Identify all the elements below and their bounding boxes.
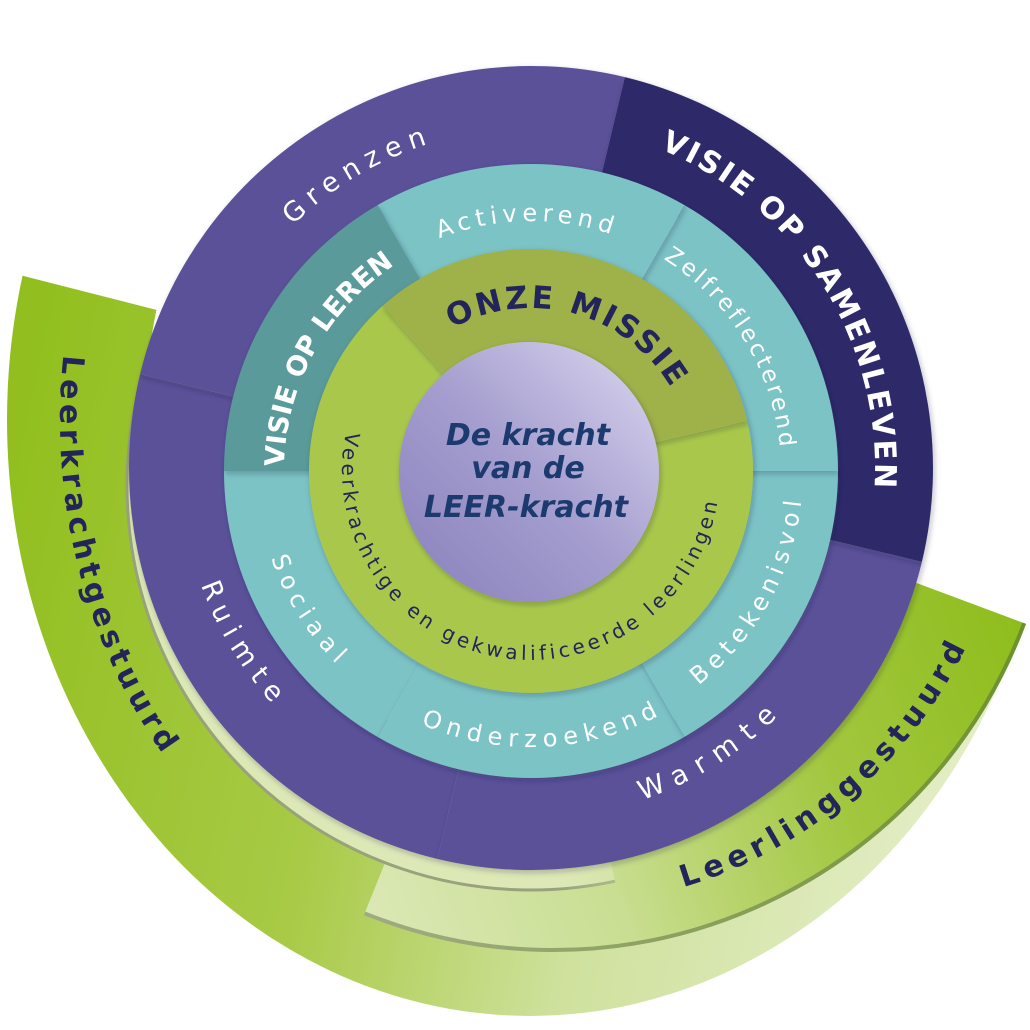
core-line-1: De kracht bbox=[446, 418, 612, 453]
segment-activerend bbox=[377, 163, 685, 294]
core-line-2: van de bbox=[471, 451, 584, 486]
base-rim bbox=[125, 347, 616, 892]
segment-sociaal bbox=[224, 471, 429, 737]
segment-betekenisvol bbox=[633, 471, 838, 737]
segment-warmte bbox=[437, 535, 922, 870]
core-circle bbox=[399, 342, 659, 602]
core-line-3: LEER-kracht bbox=[424, 490, 630, 525]
segment-visie-op-leren bbox=[224, 205, 429, 471]
student-led-band-edge bbox=[363, 622, 1027, 952]
segment-visie-op-samenleven bbox=[598, 77, 933, 562]
segment-zelfreflecterend bbox=[633, 205, 838, 471]
segment-onderzoekend bbox=[377, 648, 685, 779]
base-rim-edge bbox=[125, 347, 616, 892]
core: De kracht van de LEER-kracht bbox=[399, 342, 659, 602]
segment-grenzen bbox=[140, 66, 625, 401]
